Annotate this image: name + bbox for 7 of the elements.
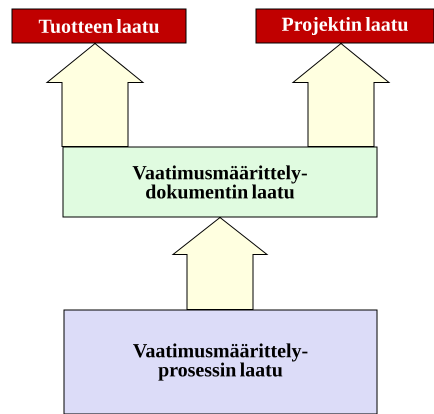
title-box: Projektin laatu xyxy=(256,8,434,44)
title-box: Tuotteen laatu xyxy=(12,8,186,44)
block-arrow xyxy=(292,42,390,147)
process-box: Vaatimusmäärittely- prosessin laatu xyxy=(64,310,378,414)
block-arrow xyxy=(172,216,268,310)
block-arrow xyxy=(46,42,144,147)
process-box: Vaatimusmäärittely- dokumentin laatu xyxy=(62,146,378,218)
